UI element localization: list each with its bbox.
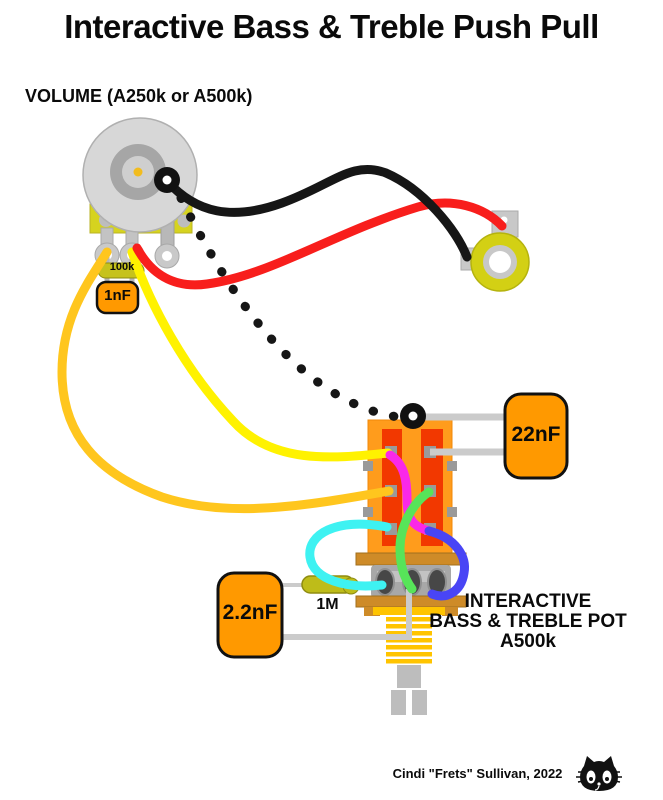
cat-pupil (589, 777, 593, 781)
push-pull-pot-label: INTERACTIVE BASS & TREBLE POT A500k (427, 592, 629, 652)
capacitor-22nf-label: 22nF (511, 423, 561, 446)
switch-side-tab (363, 507, 373, 517)
wire-cyan (305, 519, 392, 591)
jack-hole (489, 251, 511, 273)
capacitor-1nf-label: 1nF (104, 287, 131, 304)
pot-bushing-thread (386, 645, 432, 650)
pot-bushing-thread (386, 638, 432, 643)
switch-side-tab (363, 461, 373, 471)
output-jack (460, 210, 530, 292)
push-pull-pot-label-line1: INTERACTIVE (464, 591, 592, 612)
pot-shaft-split-left (391, 690, 406, 715)
treble-bleed-network (95, 255, 145, 315)
wire-green (395, 487, 434, 594)
wire-black-ground (162, 164, 472, 262)
wire-red-hot (132, 198, 507, 290)
resistor-1m-label: 1M (316, 596, 339, 613)
treble-cap-leads (400, 392, 569, 480)
switch-side-tab (447, 461, 457, 471)
cat-mouth (594, 785, 600, 791)
capacitor-2-2nf-label: 2.2nF (222, 601, 278, 624)
solder-point-hole (162, 175, 172, 185)
pot-shaft-split-right (412, 690, 427, 715)
diagram-title: Interactive Bass & Treble Push Pull (64, 8, 599, 45)
pot-bushing-thread (386, 659, 432, 664)
resistor-100k-label: 100k (109, 261, 135, 273)
wire-yellow (127, 247, 393, 462)
volume-pot-shaft-dot (133, 167, 143, 177)
capacitor-22nf-body (503, 392, 569, 480)
switch-side-tab (447, 507, 457, 517)
capacitor-2-2nf-body (216, 571, 284, 659)
wire-magenta-jumper (385, 450, 434, 536)
wire-gold (57, 247, 394, 514)
pot-bracket-top (355, 552, 467, 566)
wire-dotted-link (176, 193, 403, 422)
volume-lug-3-hole (162, 251, 172, 261)
push-pull-pot-label-line2: BASS & TREBLE POT (429, 611, 627, 632)
push-pull-pot-label-line3: A500k (500, 631, 556, 652)
volume-pot-label: VOLUME (A250k or A500k) (25, 86, 253, 106)
pot-bushing-thread (386, 652, 432, 657)
cat-pupil (605, 777, 609, 781)
pot-bracket-foot (364, 607, 380, 616)
credit-text: Cindi "Frets" Sullivan, 2022 (392, 766, 563, 781)
ground-lead-wire (281, 589, 412, 640)
solder-point-hole (408, 411, 418, 421)
cat-logo-icon (576, 756, 622, 791)
capacitor-1nf-body (95, 280, 140, 315)
wire-blue (424, 526, 469, 601)
cat-whiskers (576, 771, 622, 783)
pot-bracket-foot (442, 607, 458, 616)
cat-nose (597, 782, 601, 786)
pot-shaft (397, 665, 421, 688)
